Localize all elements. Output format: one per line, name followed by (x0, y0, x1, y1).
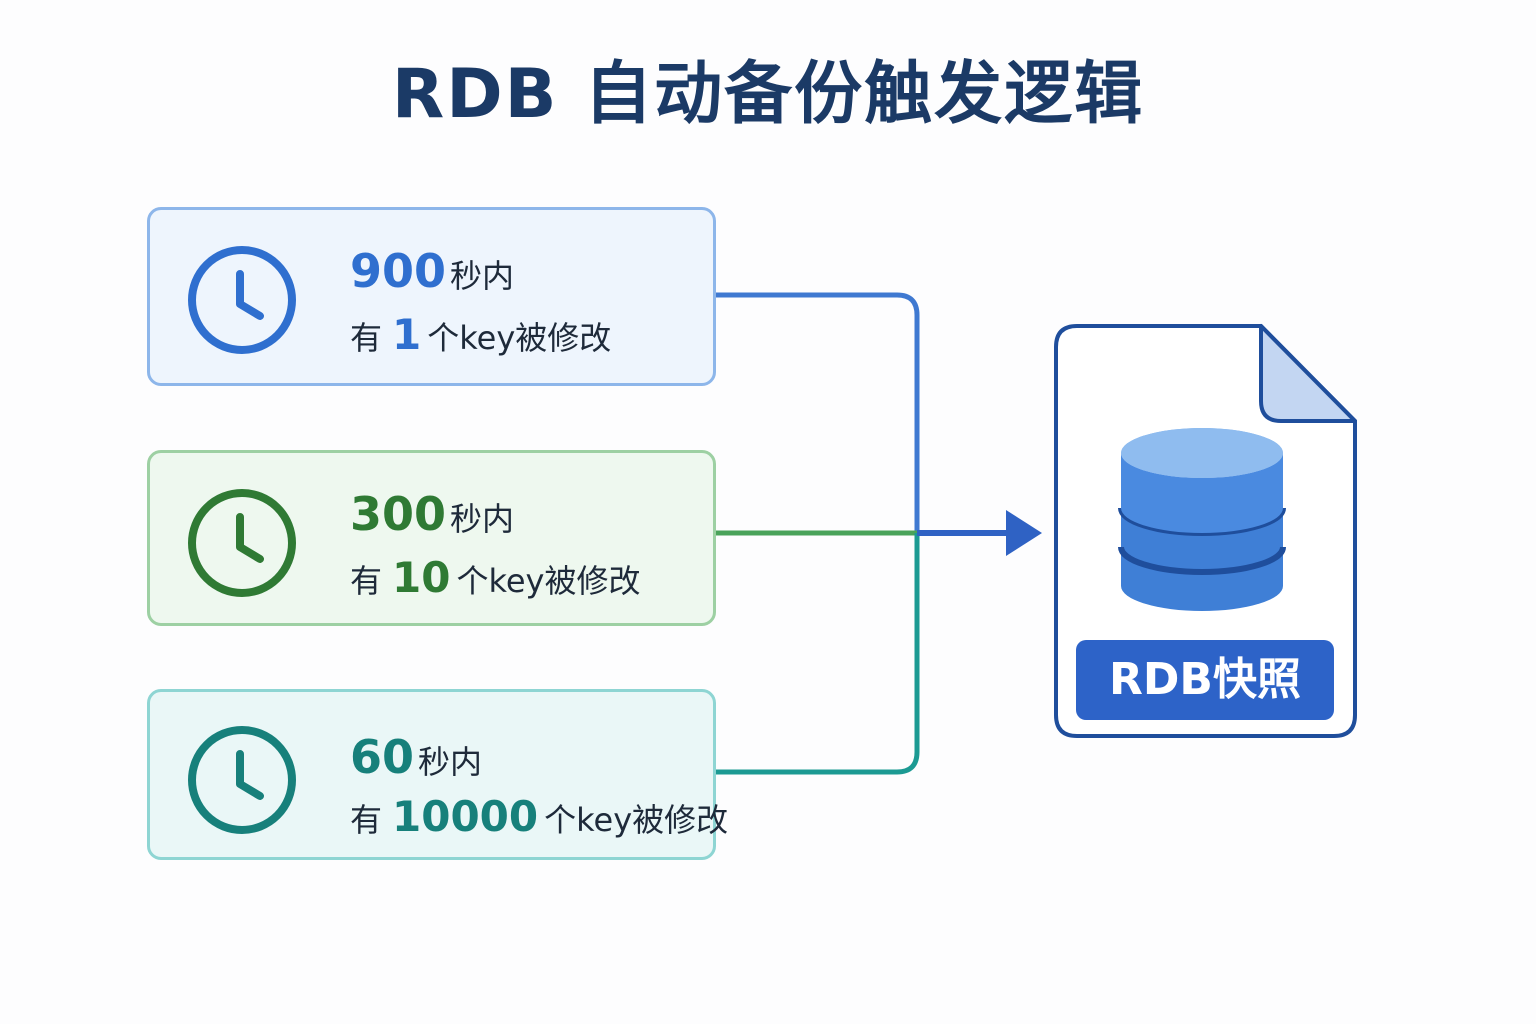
rule-count: 1 (392, 310, 422, 359)
arrow-right-icon (1006, 510, 1042, 556)
rule-suffix: 个key被修改 (544, 801, 729, 839)
rule-prefix: 有 (350, 801, 383, 839)
rule-seconds-suffix: 秒内 (418, 743, 483, 781)
rule-count: 10 (392, 553, 451, 602)
connector-line-900 (716, 292, 920, 533)
rule-seconds: 900 (350, 244, 447, 298)
clock-icon (188, 726, 296, 834)
rule-prefix: 有 (350, 562, 383, 600)
document-icon (1054, 324, 1357, 738)
rule-seconds-suffix: 秒内 (450, 257, 515, 295)
rule-seconds-suffix: 秒内 (450, 500, 515, 538)
rule-seconds: 60 (350, 730, 415, 784)
rule-suffix: 个key被修改 (427, 319, 612, 357)
clock-icon (188, 489, 296, 597)
rule-seconds: 300 (350, 487, 447, 541)
page-title: RDB 自动备份触发逻辑 (391, 55, 1145, 134)
rdb-snapshot-label: RDB快照 (1076, 640, 1334, 720)
connector-line-60 (716, 533, 920, 775)
rule-count: 10000 (392, 792, 539, 841)
clock-icon (188, 246, 296, 354)
rule-suffix: 个key被修改 (456, 562, 641, 600)
database-icon (1118, 428, 1286, 611)
rule-prefix: 有 (350, 319, 383, 357)
